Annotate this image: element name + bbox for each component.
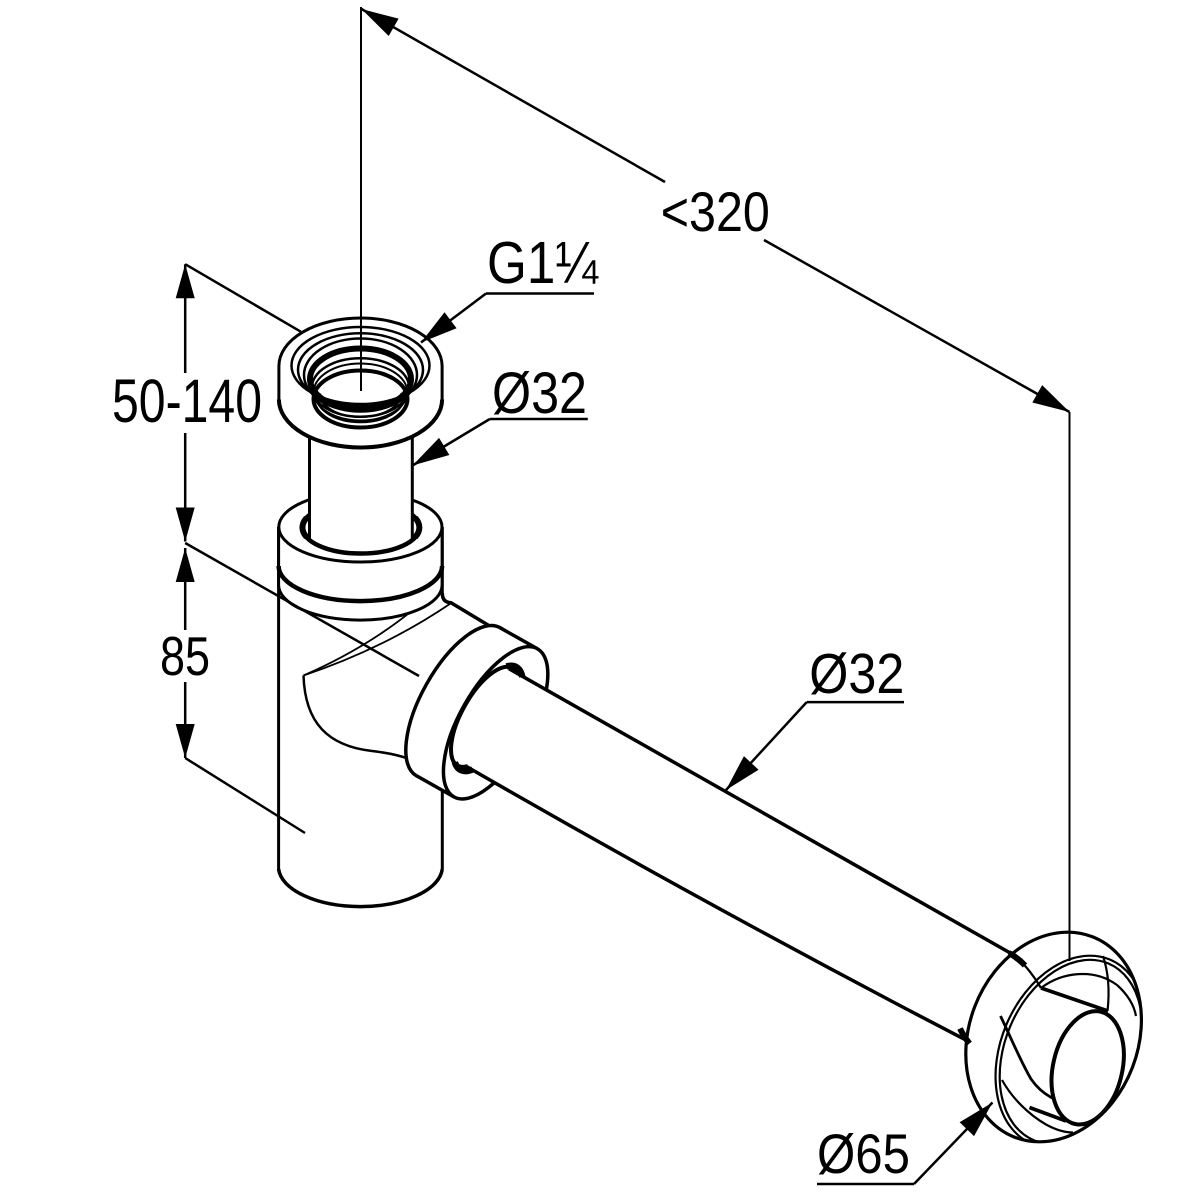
svg-text:G1¼: G1¼ — [487, 230, 599, 296]
svg-text:Ø32: Ø32 — [809, 642, 904, 706]
svg-text:50-140: 50-140 — [112, 367, 262, 435]
svg-text:Ø65: Ø65 — [817, 1122, 910, 1185]
svg-text:<320: <320 — [661, 180, 770, 243]
svg-text:Ø32: Ø32 — [492, 361, 587, 426]
svg-text:85: 85 — [160, 625, 210, 687]
